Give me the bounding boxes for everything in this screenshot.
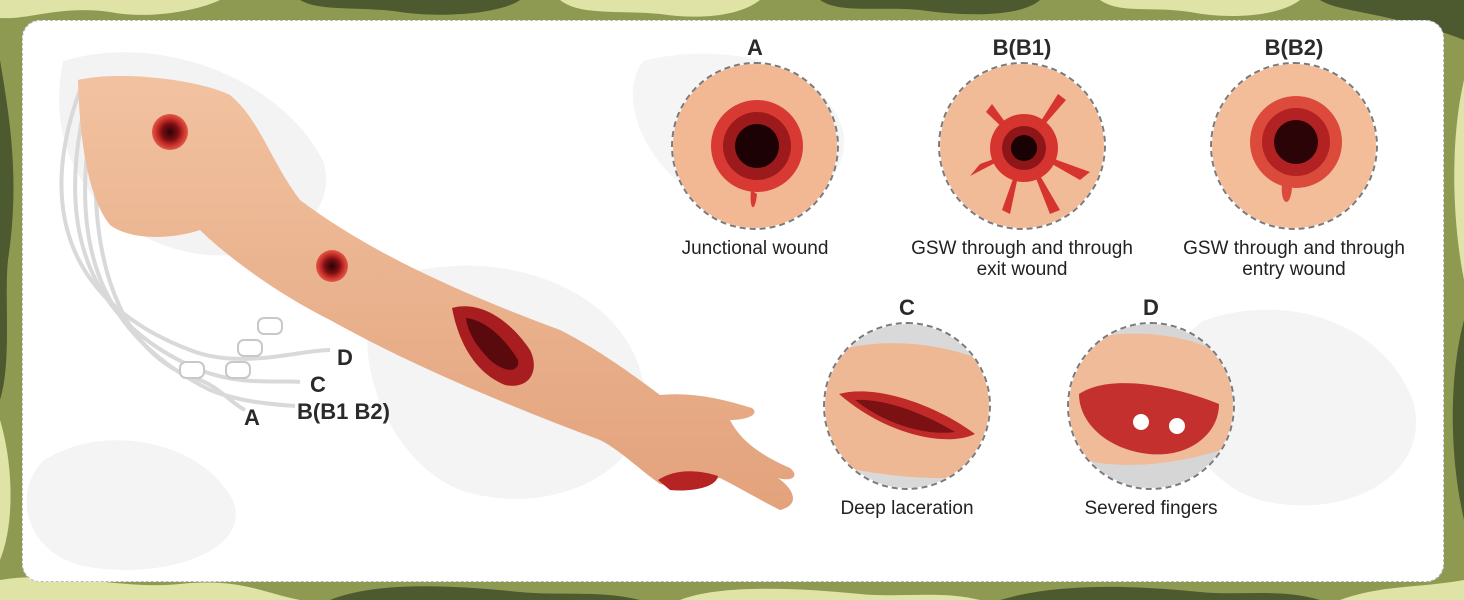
callout-caption: GSW through and through exit wound [911, 238, 1133, 280]
callout-a: A Junctional wound [660, 34, 850, 259]
junctional-wound-closeup [671, 62, 839, 230]
severed-fingers-closeup [1067, 322, 1235, 490]
tube-label-b: B(B1 B2) [297, 399, 390, 424]
callout-title: D [1143, 295, 1159, 320]
callout-title: C [899, 295, 915, 320]
callout-title: A [747, 35, 763, 60]
gsw-exit-wound-closeup [938, 62, 1106, 230]
callout-title: B(B1) [992, 35, 1052, 60]
tubes [59, 89, 331, 412]
callout-c: C Deep laceration [812, 294, 1002, 519]
callout-caption: Deep laceration [840, 498, 974, 519]
callout-b2: B(B2) GSW through and through entry woun… [1178, 34, 1410, 280]
tube-label-c: C [310, 372, 326, 397]
tube-label-a: A [244, 405, 260, 430]
callout-title: B(B2) [1264, 35, 1324, 60]
callout-b1: B(B1) GSW through and through exit wound [906, 34, 1138, 280]
callout-d: D Severed fingers [1056, 294, 1246, 519]
callout-caption: Junctional wound [681, 238, 829, 259]
deep-laceration-closeup [823, 322, 991, 490]
tube-connectors [179, 317, 283, 379]
arm-shape [78, 75, 795, 510]
arm-wounds [152, 114, 718, 491]
tube-label-d: D [337, 345, 353, 370]
gsw-entry-wound-closeup [1210, 62, 1378, 230]
callout-caption: Severed fingers [1084, 498, 1218, 519]
callout-caption: GSW through and through entry wound [1183, 238, 1405, 280]
